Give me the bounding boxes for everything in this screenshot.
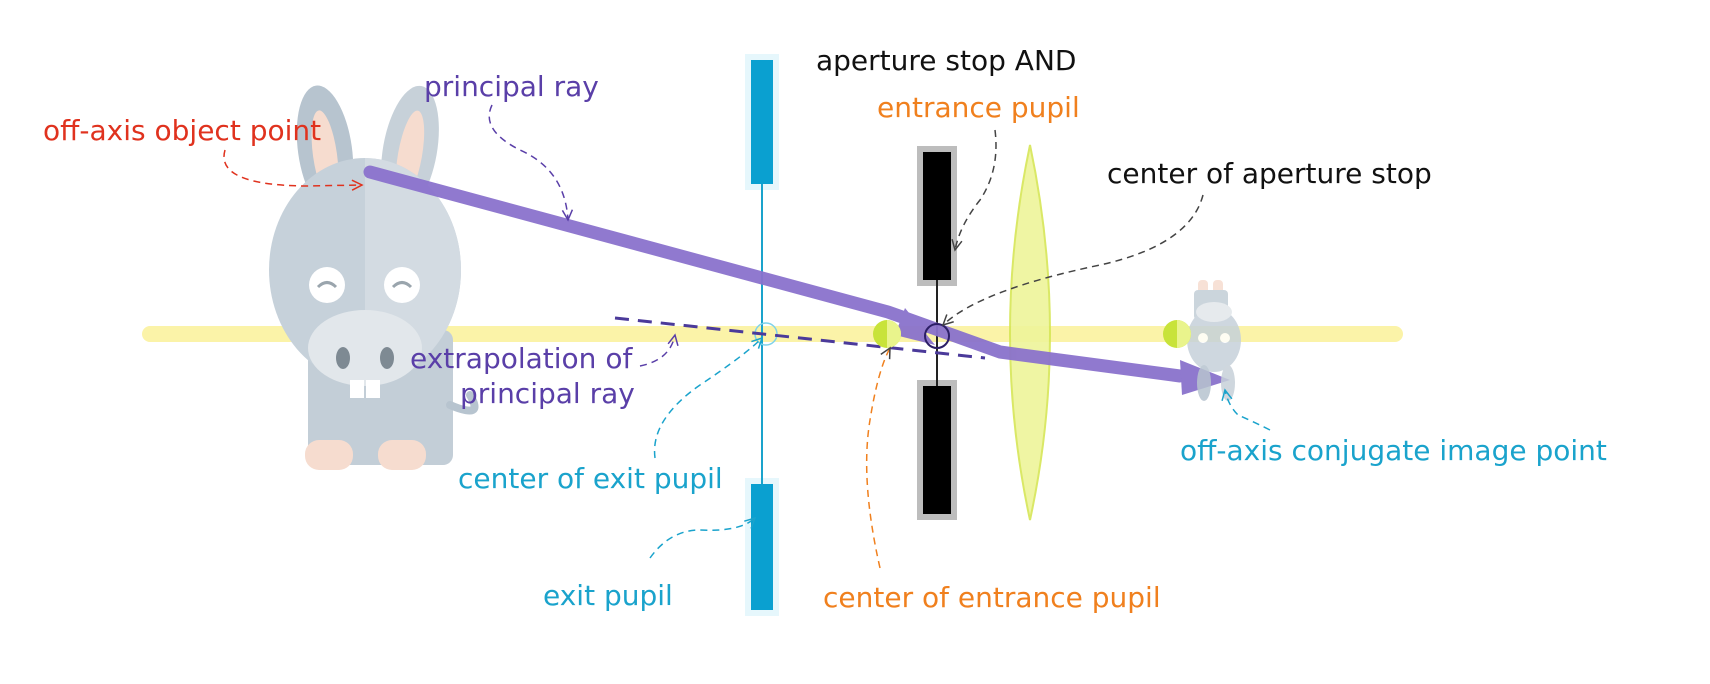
center-exit-pupil-label: center of exit pupil bbox=[458, 462, 723, 495]
aperture-stop bbox=[917, 146, 957, 520]
exit-pupil bbox=[745, 54, 779, 616]
entrance-pupil-pointer bbox=[951, 129, 997, 252]
inverted-donkey-icon bbox=[1187, 280, 1241, 401]
exit-pupil-label: exit pupil bbox=[543, 579, 673, 612]
image-point-label: off-axis conjugate image point bbox=[1180, 434, 1607, 467]
center-entrance-pupil-label: center of entrance pupil bbox=[823, 581, 1161, 614]
extrapolation-label-line2: principal ray bbox=[460, 377, 635, 410]
principal-ray-label: principal ray bbox=[424, 70, 599, 103]
entrance-pupil-label: entrance pupil bbox=[877, 91, 1080, 124]
center-aperture-stop-label: center of aperture stop bbox=[1107, 157, 1432, 190]
extrapolation-label-line1: extrapolation of bbox=[410, 342, 633, 375]
exit-pupil-pointer bbox=[649, 516, 757, 559]
aperture-stop-and-label: aperture stop AND bbox=[816, 44, 1076, 77]
exit-pupil-center-pointer bbox=[653, 336, 764, 459]
extrapolation-pointer bbox=[639, 333, 679, 367]
principal-ray-extrapolation bbox=[614, 316, 986, 360]
aperture-stop-center-pointer bbox=[941, 194, 1204, 327]
lens bbox=[1009, 144, 1051, 521]
object-point-pointer bbox=[223, 149, 364, 191]
aperture-stop-center-marker bbox=[924, 323, 950, 349]
principal-ray-pointer bbox=[488, 104, 574, 222]
image-point-marker bbox=[1163, 320, 1191, 348]
donkey-icon bbox=[269, 85, 479, 470]
object-point-label: off-axis object point bbox=[43, 114, 321, 147]
entrance-pupil-center-pointer bbox=[865, 346, 891, 569]
entrance-pupil-center-marker bbox=[873, 320, 901, 348]
